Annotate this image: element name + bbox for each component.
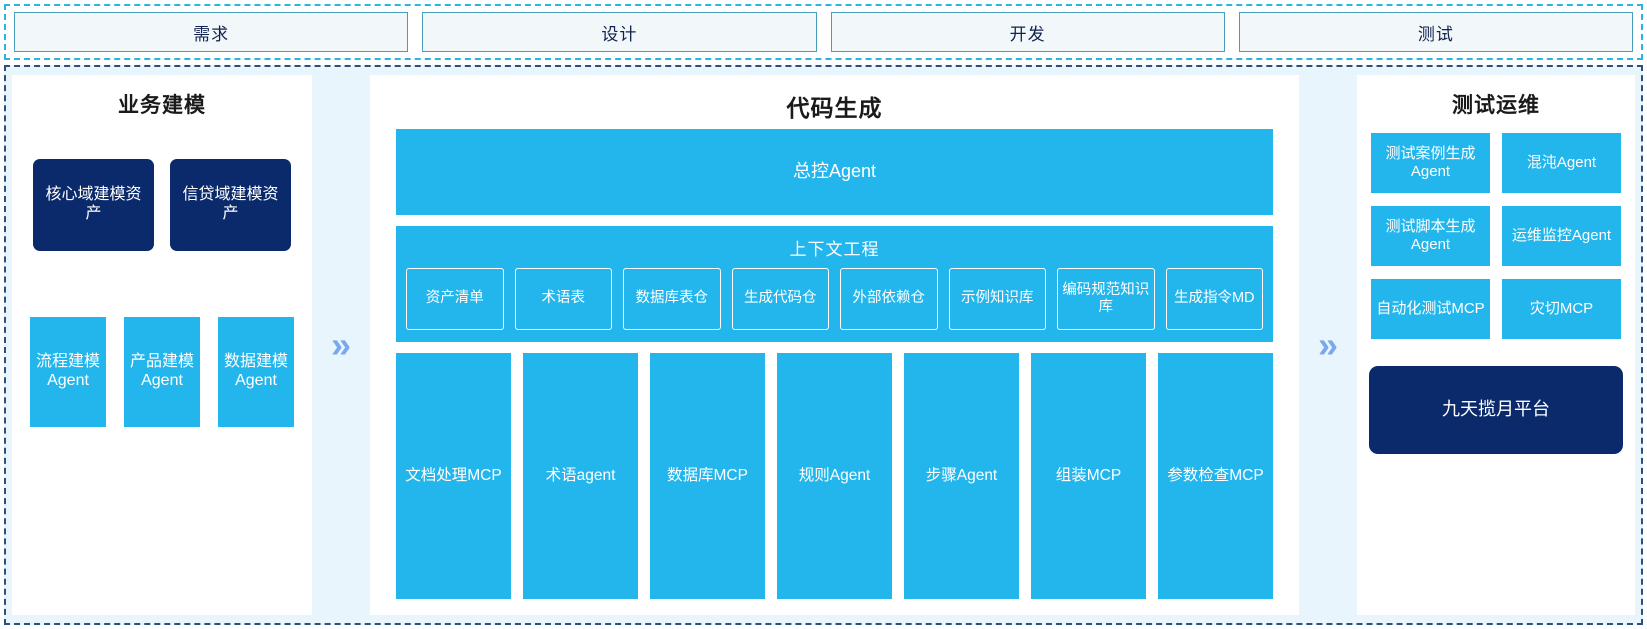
panel-test-operations: 测试运维 测试案例生成Agent 混沌Agent 测试脚本生成Agent 运维监… — [1357, 75, 1635, 615]
platform-card-jiutian-lanyue[interactable]: 九天揽月平台 — [1369, 366, 1623, 454]
context-item-label: 示例知识库 — [961, 290, 1034, 307]
context-item-external-dependency-repo[interactable]: 外部依赖仓 — [840, 268, 938, 330]
context-item-label: 编码规范知识库 — [1062, 281, 1150, 315]
phase-box-testing[interactable]: 测试 — [1238, 12, 1633, 52]
test-ops-card-test-case-generation-agent[interactable]: 测试案例生成Agent — [1371, 133, 1490, 193]
tool-card-label: 术语agent — [545, 466, 616, 484]
chevron-right-icon-right: » — [1299, 75, 1357, 615]
phase-box-development[interactable]: 开发 — [830, 12, 1225, 52]
context-item-generated-code-repo[interactable]: 生成代码仓 — [731, 268, 829, 330]
phase-label: 开发 — [1009, 24, 1046, 44]
agent-card-label: 产品建模Agent — [129, 353, 194, 389]
business-agent-row: 流程建模Agent 产品建模Agent 数据建模Agent — [24, 317, 300, 427]
phase-label: 需求 — [193, 24, 230, 44]
context-item-example-knowledge-base[interactable]: 示例知识库 — [948, 268, 1046, 330]
context-item-label: 术语表 — [541, 290, 586, 307]
test-ops-card-automated-test-mcp[interactable]: 自动化测试MCP — [1371, 279, 1490, 339]
agent-card-product-modeling[interactable]: 产品建模Agent — [124, 317, 200, 427]
tool-card-document-processing-mcp[interactable]: 文档处理MCP — [396, 353, 511, 599]
chevron-right-icon-left: » — [312, 75, 370, 615]
tool-card-assembly-mcp[interactable]: 组装MCP — [1031, 353, 1146, 599]
tool-card-step-agent[interactable]: 步骤Agent — [904, 353, 1019, 599]
platform-card-label: 九天揽月平台 — [1442, 399, 1550, 420]
context-item-db-table-repo[interactable]: 数据库表仓 — [623, 268, 721, 330]
context-item-label: 数据库表仓 — [635, 290, 709, 307]
context-item-coding-standard-knowledge-base[interactable]: 编码规范知识库 — [1057, 268, 1155, 330]
business-asset-row: 核心域建模资产 信贷域建模资产 — [24, 159, 300, 251]
asset-card-label: 信贷域建模资产 — [182, 186, 279, 222]
test-ops-card-test-script-generation-agent[interactable]: 测试脚本生成Agent — [1371, 206, 1490, 266]
phase-bar: 需求 设计 开发 测试 — [4, 4, 1643, 60]
test-ops-card-ops-monitoring-agent[interactable]: 运维监控Agent — [1502, 206, 1621, 266]
test-ops-card-label: 混沌Agent — [1526, 154, 1597, 172]
panel-business-modeling: 业务建模 核心域建模资产 信贷域建模资产 流程建模Agent 产品建模Agent… — [12, 75, 312, 615]
asset-card-label: 核心域建模资产 — [45, 186, 142, 222]
test-ops-card-disaster-switch-mcp[interactable]: 灾切MCP — [1502, 279, 1621, 339]
context-item-label: 生成代码仓 — [744, 290, 817, 307]
code-generation-body: 总控Agent 上下文工程 资产清单 术语表 数据库表仓 — [382, 129, 1287, 603]
tool-card-label: 步骤Agent — [925, 466, 998, 484]
agent-card-process-modeling[interactable]: 流程建模Agent — [30, 317, 106, 427]
tool-card-glossary-agent[interactable]: 术语agent — [523, 353, 638, 599]
chevron-glyph: » — [330, 324, 352, 365]
tool-card-database-mcp[interactable]: 数据库MCP — [650, 353, 765, 599]
agent-card-label: 数据建模Agent — [223, 353, 288, 389]
chevron-glyph: » — [1317, 324, 1339, 365]
master-agent-label: 总控Agent — [792, 161, 877, 182]
test-ops-card-label: 自动化测试MCP — [1376, 300, 1485, 318]
context-item-label: 外部依赖仓 — [852, 290, 926, 307]
asset-card-credit-domain[interactable]: 信贷域建模资产 — [170, 159, 291, 251]
panel-title-test-operations: 测试运维 — [1452, 94, 1540, 117]
context-item-list: 资产清单 术语表 数据库表仓 生成代码仓 外部依赖仓 — [406, 268, 1263, 330]
master-agent-banner[interactable]: 总控Agent — [396, 129, 1273, 215]
context-item-glossary[interactable]: 术语表 — [514, 268, 612, 330]
phase-box-design[interactable]: 设计 — [422, 12, 817, 52]
panel-code-generation: 代码生成 总控Agent 上下文工程 资产清单 术语表 — [370, 75, 1299, 615]
tool-card-label: 参数检查MCP — [1167, 466, 1264, 484]
panel-title-business-modeling: 业务建模 — [118, 94, 206, 117]
context-item-asset-inventory[interactable]: 资产清单 — [406, 268, 504, 330]
main-content-area: 业务建模 核心域建模资产 信贷域建模资产 流程建模Agent 产品建模Agent… — [4, 65, 1643, 625]
tool-card-rule-agent[interactable]: 规则Agent — [777, 353, 892, 599]
test-ops-card-label: 测试脚本生成Agent — [1385, 218, 1476, 253]
agent-card-data-modeling[interactable]: 数据建模Agent — [218, 317, 294, 427]
test-ops-card-grid: 测试案例生成Agent 混沌Agent 测试脚本生成Agent 运维监控Agen… — [1369, 125, 1623, 339]
phase-box-requirements[interactable]: 需求 — [14, 12, 409, 52]
context-item-label: 生成指令MD — [1173, 290, 1255, 307]
panel-title-code-generation: 代码生成 — [786, 95, 883, 121]
tool-card-parameter-check-mcp[interactable]: 参数检查MCP — [1158, 353, 1273, 599]
context-item-label: 资产清单 — [425, 290, 484, 307]
tool-card-label: 规则Agent — [798, 466, 871, 484]
context-engineering-title: 上下文工程 — [789, 240, 880, 259]
tool-card-label: 数据库MCP — [667, 466, 748, 484]
test-ops-card-label: 运维监控Agent — [1511, 227, 1612, 245]
phase-label: 测试 — [1417, 24, 1454, 44]
agent-card-label: 流程建模Agent — [35, 353, 100, 389]
tool-card-label: 组装MCP — [1055, 466, 1122, 484]
test-ops-card-label: 灾切MCP — [1529, 300, 1594, 318]
test-ops-card-chaos-agent[interactable]: 混沌Agent — [1502, 133, 1621, 193]
tool-card-label: 文档处理MCP — [405, 466, 502, 484]
asset-card-core-domain[interactable]: 核心域建模资产 — [33, 159, 154, 251]
phase-label: 设计 — [601, 24, 638, 44]
context-item-generation-instruction-md[interactable]: 生成指令MD — [1165, 268, 1263, 330]
context-engineering-block: 上下文工程 资产清单 术语表 数据库表仓 生成代码仓 — [396, 226, 1273, 342]
test-ops-card-label: 测试案例生成Agent — [1385, 145, 1476, 180]
tool-card-row: 文档处理MCP 术语agent 数据库MCP 规则Agent 步骤Agent — [396, 353, 1273, 599]
